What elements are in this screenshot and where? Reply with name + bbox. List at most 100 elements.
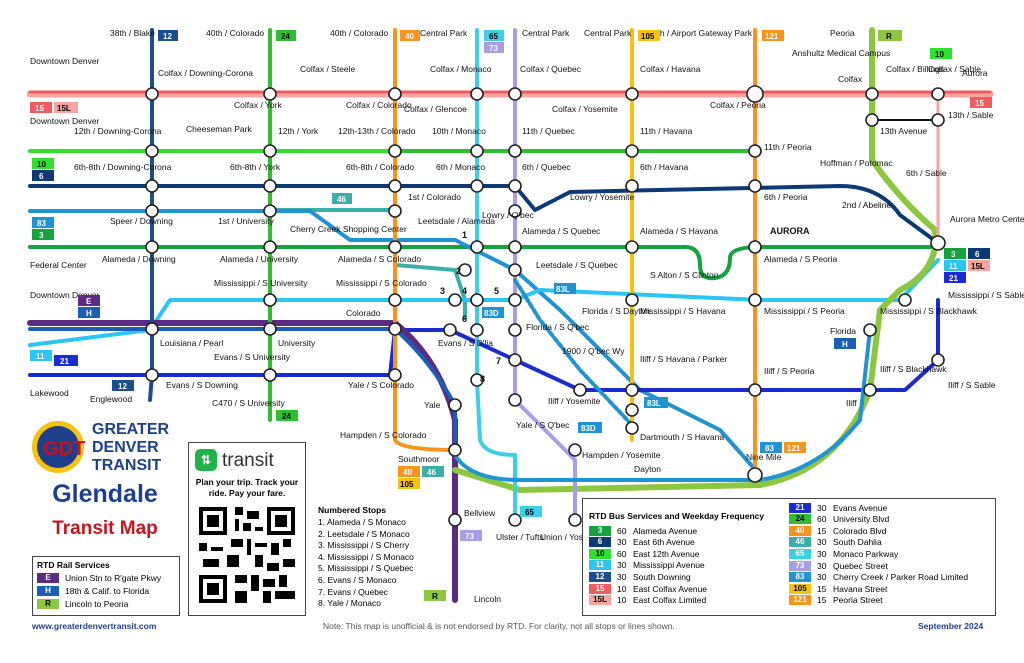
stop-ulster[interactable] [508, 513, 522, 527]
label-6th-downing: 6th-8th / Downing-Corona [74, 162, 172, 172]
stop-evans-monaco[interactable] [470, 323, 484, 337]
stop-aurora-metro[interactable] [930, 235, 946, 251]
stop-hampden-yosemite[interactable] [568, 443, 582, 457]
stop-colfax-sable[interactable] [931, 87, 945, 101]
stop-alameda-downing[interactable] [145, 240, 159, 254]
stop-evans-downing[interactable] [145, 368, 159, 382]
stop-miss-havana[interactable] [625, 293, 639, 307]
stop-speer-downing[interactable] [145, 204, 159, 218]
stop-evans-dlia[interactable] [443, 323, 457, 337]
stop-6th-york[interactable] [263, 179, 277, 193]
stop-6th-colorado[interactable] [388, 179, 402, 193]
stop-iliff[interactable] [863, 383, 877, 397]
stop-10th-monaco[interactable] [470, 144, 484, 158]
stop-yale-colorado[interactable] [388, 368, 402, 382]
stop-iliff-havana[interactable] [625, 383, 639, 397]
stop-6th-peoria[interactable] [748, 179, 762, 193]
bus-route-name: East 6th Avenue [633, 537, 695, 548]
label-region-aurora: AURORA [770, 226, 810, 236]
stop-1st-university[interactable] [263, 204, 277, 218]
stop-colfax[interactable] [865, 87, 879, 101]
numbered-stops-title: Numbered Stops [318, 505, 387, 515]
rail-route-name: Union Stn to R'gate Pkwy [65, 573, 162, 583]
stop-iliff-yosemite[interactable] [573, 383, 587, 397]
stop-lowry-qbec[interactable] [508, 204, 522, 218]
stop-12th-colorado[interactable] [388, 144, 402, 158]
stop-colorado[interactable] [388, 322, 402, 336]
stop-miss-blackhawk[interactable] [898, 293, 912, 307]
stop-bellview[interactable] [448, 513, 462, 527]
stop-alameda-monaco[interactable] [470, 240, 484, 254]
stop-leetsdale-monaco[interactable] [458, 263, 472, 277]
stop-yale-qbec[interactable] [508, 393, 522, 407]
stop-southmoor[interactable] [448, 443, 462, 457]
stop-colfax-york[interactable] [263, 87, 277, 101]
label-colorado: Colorado [346, 308, 381, 318]
stop-colfax-quebec[interactable] [508, 87, 522, 101]
bus-frequency: 60 [617, 525, 627, 536]
stop-6th-havana[interactable] [625, 179, 639, 193]
stop-evans-university[interactable] [263, 368, 277, 382]
badge-15-left: 15 [35, 104, 44, 113]
bus-frequency: 30 [817, 502, 827, 513]
stop-6th-monaco[interactable] [470, 179, 484, 193]
stop-dartmouth[interactable] [625, 421, 639, 435]
stop-colfax-monaco[interactable] [470, 87, 484, 101]
stop-iliff-sable[interactable] [931, 353, 945, 367]
footer-url-link[interactable]: www.greaterdenvertransit.com [32, 621, 157, 631]
label-11th-peoria: 11th / Peoria [764, 142, 812, 152]
stop-11th-havana[interactable] [625, 144, 639, 158]
stop-11th-peoria[interactable] [748, 144, 762, 158]
stop-yale-monaco[interactable] [470, 373, 484, 387]
stop-miss-monaco[interactable] [470, 293, 484, 307]
stop-13th-avenue[interactable] [865, 113, 879, 127]
label-colfax: Colfax [838, 74, 863, 84]
qr-code-icon[interactable] [199, 507, 295, 603]
stop-iliff-parker[interactable] [625, 403, 639, 417]
stop-colfax-peoria[interactable] [746, 85, 764, 103]
stop-florida-qbec[interactable] [508, 323, 522, 337]
badge-15L-am-bg [968, 260, 990, 271]
stop-nine-mile[interactable] [747, 467, 763, 483]
stop-alameda-quebec[interactable] [508, 240, 522, 254]
stop-miss-peoria[interactable] [748, 293, 762, 307]
transit-app-card[interactable]: ⇅ transit Plan your trip. Track your rid… [188, 442, 306, 616]
stop-miss-quebec[interactable] [508, 293, 522, 307]
stop-colfax-colorado[interactable] [388, 87, 402, 101]
stop-6th-downing[interactable] [145, 179, 159, 193]
rail-route-name: Lincoln to Peoria [65, 599, 129, 609]
stop-evans-quebec[interactable] [508, 353, 522, 367]
bus-frequency: 60 [617, 548, 627, 559]
stop-alameda-peoria[interactable] [748, 240, 762, 254]
stop-11th-quebec[interactable] [508, 144, 522, 158]
stop-yale[interactable] [448, 398, 462, 412]
stop-leetsdale-quebec[interactable] [508, 263, 522, 277]
bus-code-badge: 3 [589, 525, 611, 536]
stop-colfax-havana[interactable] [625, 87, 639, 101]
bus-route-name: Mississippi Avenue [633, 560, 705, 571]
stop-13th-sable[interactable] [931, 113, 945, 127]
stop-university[interactable] [263, 322, 277, 336]
stop-miss-university[interactable] [263, 293, 277, 307]
label-c470: C470 / S University [212, 398, 285, 408]
stop-louisiana[interactable] [145, 322, 159, 336]
stop-miss-cherry[interactable] [448, 293, 462, 307]
stop-miss-colorado[interactable] [388, 293, 402, 307]
stop-12th-downing[interactable] [145, 144, 159, 158]
rail-code-badge: H [37, 586, 59, 596]
stop-alameda-university[interactable] [263, 240, 277, 254]
stop-florida[interactable] [863, 323, 877, 337]
stop-alameda-colorado[interactable] [388, 240, 402, 254]
stop-12th-york[interactable] [263, 144, 277, 158]
stop-1st-colorado[interactable] [388, 204, 402, 218]
stop-colfax-downing[interactable] [145, 87, 159, 101]
stop-union[interactable] [568, 513, 582, 527]
stop-6th-quebec[interactable] [508, 179, 522, 193]
stop-alameda-havana[interactable] [625, 240, 639, 254]
stop-iliff-peoria[interactable] [748, 383, 762, 397]
label-yale-qbec: Yale / S Q'bec [516, 420, 570, 430]
